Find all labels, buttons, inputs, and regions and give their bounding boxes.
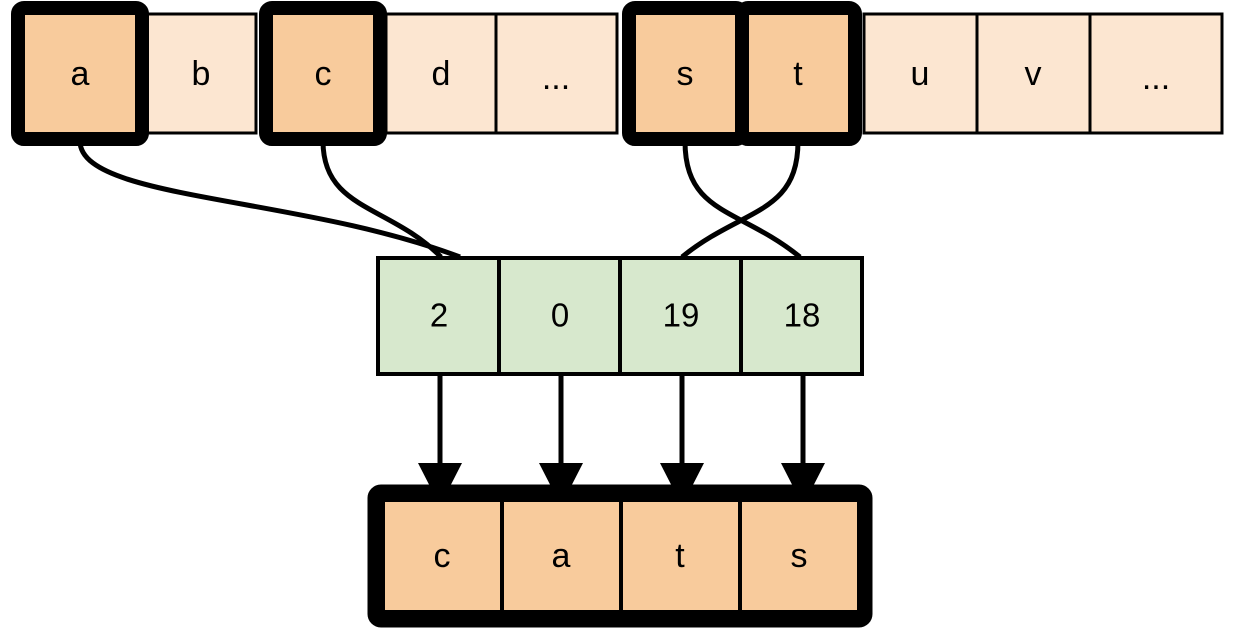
result-cell-2[interactable]: t [619,498,742,614]
lookup-link-c-to-2 [320,140,443,259]
lookup-link-a-to-0 [77,140,461,260]
lookup-links [77,140,802,260]
index-row: 2 0 19 18 [376,256,864,376]
index-cell-label: 0 [551,297,569,334]
vocab-cell-s[interactable]: s [622,1,749,146]
vocab-cell-t[interactable]: t [735,1,862,146]
result-cell-label: t [675,537,685,575]
result-cell-label: a [552,537,571,575]
emit-arrows [418,375,825,507]
vocab-cell-label: s [677,55,694,93]
vocab-cell-b[interactable]: b [144,12,258,135]
result-cell-label: s [791,537,808,575]
vocab-cell-label: u [911,55,930,93]
result-cell-label: c [434,537,451,575]
vocab-cell-label: ... [1142,59,1170,97]
index-cell-2[interactable]: 19 [618,256,743,376]
index-cell-1[interactable]: 0 [497,256,622,376]
index-cell-label: 18 [784,297,821,334]
index-cell-0[interactable]: 2 [376,256,501,376]
vocab-cell-label: ... [542,59,570,97]
vocab-cell-label: a [71,55,90,93]
vocab-cell-label: v [1025,55,1042,93]
vocab-cell-label: b [192,55,211,93]
result-cell-1[interactable]: a [500,498,623,614]
vocab-cell-label: d [432,55,451,93]
vocabulary-row: b d ... u v ... [11,1,1224,146]
result-cell-3[interactable]: s [738,498,861,614]
vocab-cell-u[interactable]: u [862,12,979,135]
lookup-link-s-to-19 [682,140,802,259]
vocab-cell-v[interactable]: v [975,12,1092,135]
vocab-cell-label: c [315,55,332,93]
vocab-cell-ellipsis-left[interactable]: ... [494,12,619,135]
vocab-cell-ellipsis-right[interactable]: ... [1088,12,1224,135]
lookup-link-t-to-18 [680,140,801,259]
index-cell-label: 2 [430,297,448,334]
vocab-cell-a[interactable]: a [11,1,149,146]
result-cell-0[interactable]: c [381,498,504,614]
vocab-cell-d[interactable]: d [384,12,498,135]
index-cell-label: 19 [663,297,700,334]
vocab-cell-label: t [793,55,803,93]
result-row: c a t s [367,484,873,628]
vocab-cell-c[interactable]: c [259,1,387,146]
index-cell-3[interactable]: 18 [739,256,864,376]
